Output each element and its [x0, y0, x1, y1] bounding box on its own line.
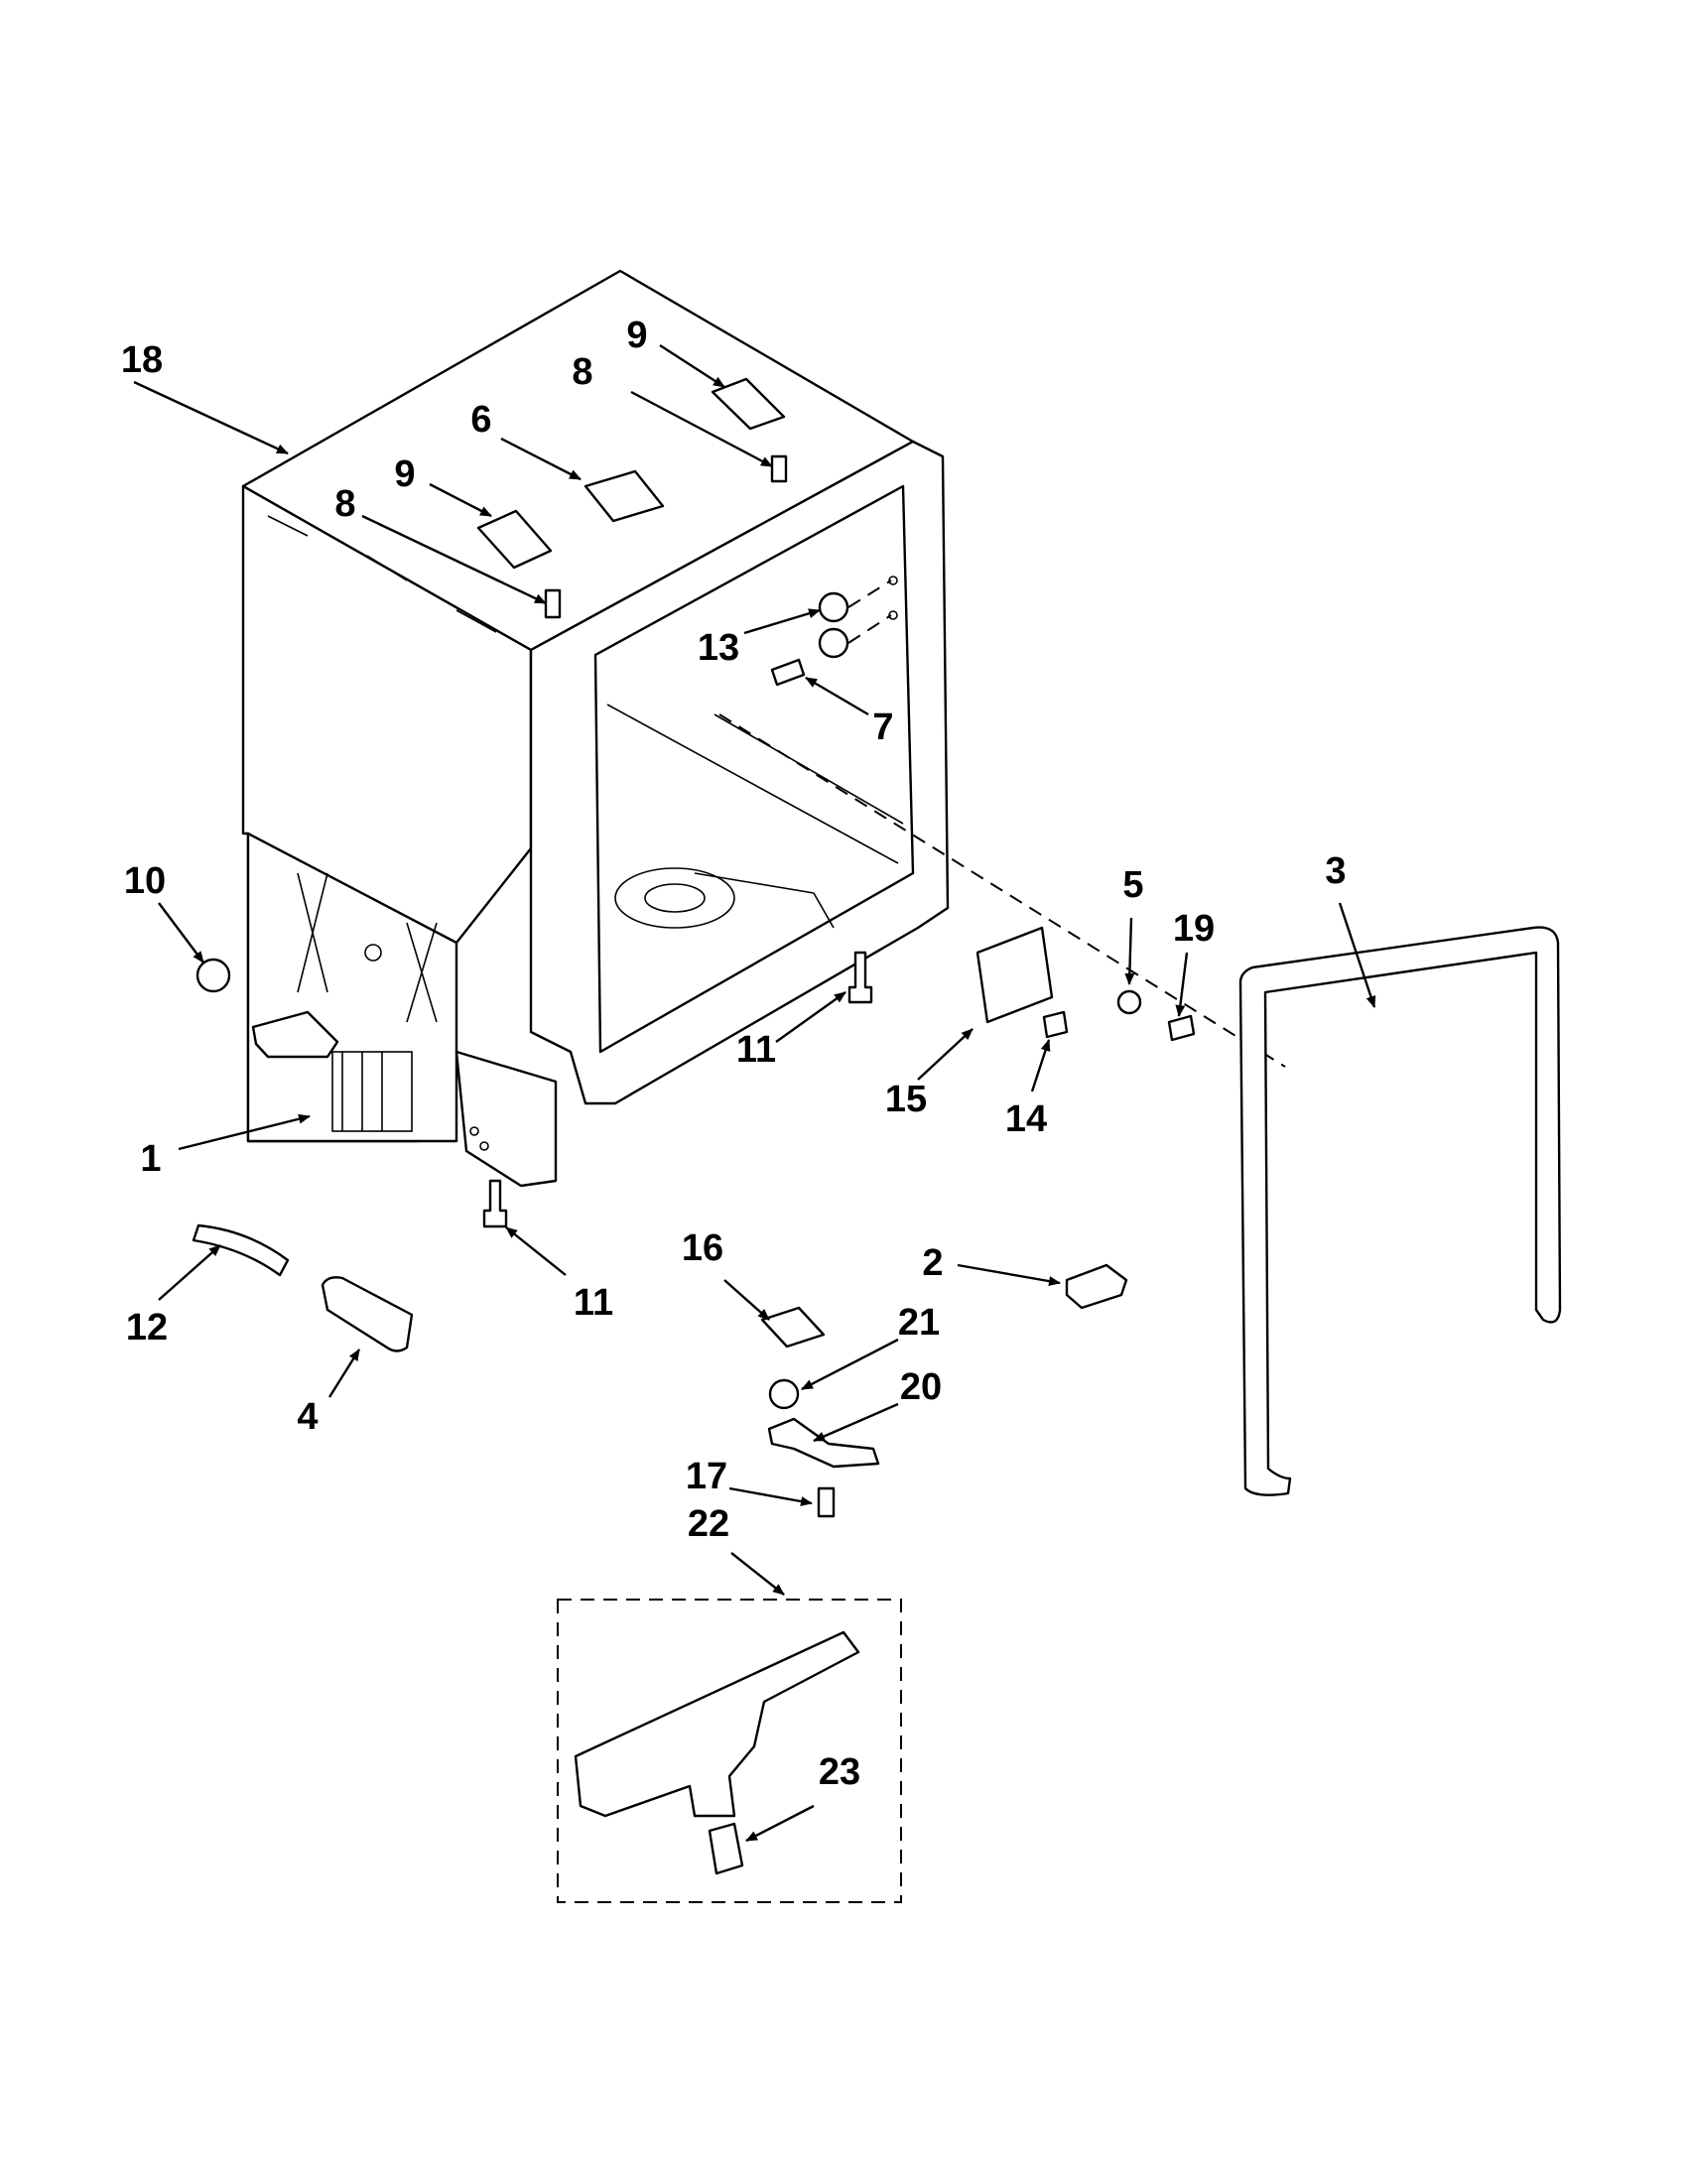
part-4-pad: [321, 1276, 414, 1352]
callout-7: 7: [872, 707, 893, 748]
part-3-door-gasket: [1238, 926, 1562, 1496]
callout-15: 15: [885, 1079, 927, 1120]
part-22-kit-box: [557, 1599, 902, 1903]
part-15-bracket: [975, 926, 1054, 1024]
tub-assembly: [241, 269, 950, 1188]
part-17-screw: [817, 1486, 836, 1518]
part-23-sensor: [708, 1822, 744, 1875]
part-2-clip: [1065, 1263, 1128, 1310]
callout-8b: 8: [334, 483, 355, 525]
part-10-nut: [195, 958, 231, 993]
part-5-washer: [1116, 989, 1142, 1015]
part-8-screw-left: [544, 588, 562, 619]
part-7-screw: [770, 658, 806, 687]
part-11-foot-left: [482, 1179, 508, 1228]
part-20-bracket: [767, 1417, 880, 1469]
callout-13: 13: [698, 627, 739, 669]
callout-11b: 11: [574, 1282, 613, 1324]
callout-18: 18: [121, 339, 163, 381]
callout-11a: 11: [736, 1029, 776, 1071]
part-11-foot-right: [847, 951, 873, 1004]
callout-5: 5: [1122, 864, 1143, 906]
part-12-spring: [192, 1223, 290, 1277]
part-6-vent: [584, 469, 665, 523]
alignment-line: [718, 713, 1286, 1068]
part-9-bracket-upper: [711, 377, 786, 431]
part-19-screw: [1167, 1014, 1196, 1042]
callout-2: 2: [922, 1242, 943, 1284]
callout-labels: 1 2 3 4 5 6 7 8 8 9 9 10 11 11 12 13 14 …: [121, 315, 1347, 1793]
callout-6: 6: [470, 399, 491, 441]
part-8-screw-upper: [770, 454, 788, 483]
callout-1: 1: [140, 1138, 161, 1180]
callout-12: 12: [126, 1307, 168, 1349]
callout-14: 14: [1005, 1098, 1047, 1140]
callout-8a: 8: [572, 351, 592, 393]
part-16-pad: [760, 1306, 826, 1349]
callout-16: 16: [682, 1227, 723, 1269]
callout-17: 17: [686, 1456, 727, 1497]
part-21-switch: [768, 1378, 800, 1410]
part-13-rollers: [818, 576, 898, 659]
callout-3: 3: [1325, 850, 1346, 892]
callout-19: 19: [1173, 908, 1215, 950]
callout-9a: 9: [626, 315, 647, 356]
part-9-bracket-left: [476, 509, 553, 570]
callout-10: 10: [124, 860, 166, 902]
callout-21: 21: [898, 1302, 940, 1344]
callout-22: 22: [688, 1503, 729, 1545]
part-22-manifold: [574, 1630, 860, 1818]
callout-4: 4: [297, 1396, 318, 1438]
leader-lines: [133, 343, 1376, 1843]
callout-20: 20: [900, 1366, 942, 1408]
callout-23: 23: [819, 1751, 860, 1793]
part-14-screw: [1042, 1010, 1069, 1039]
callout-9b: 9: [394, 453, 415, 495]
